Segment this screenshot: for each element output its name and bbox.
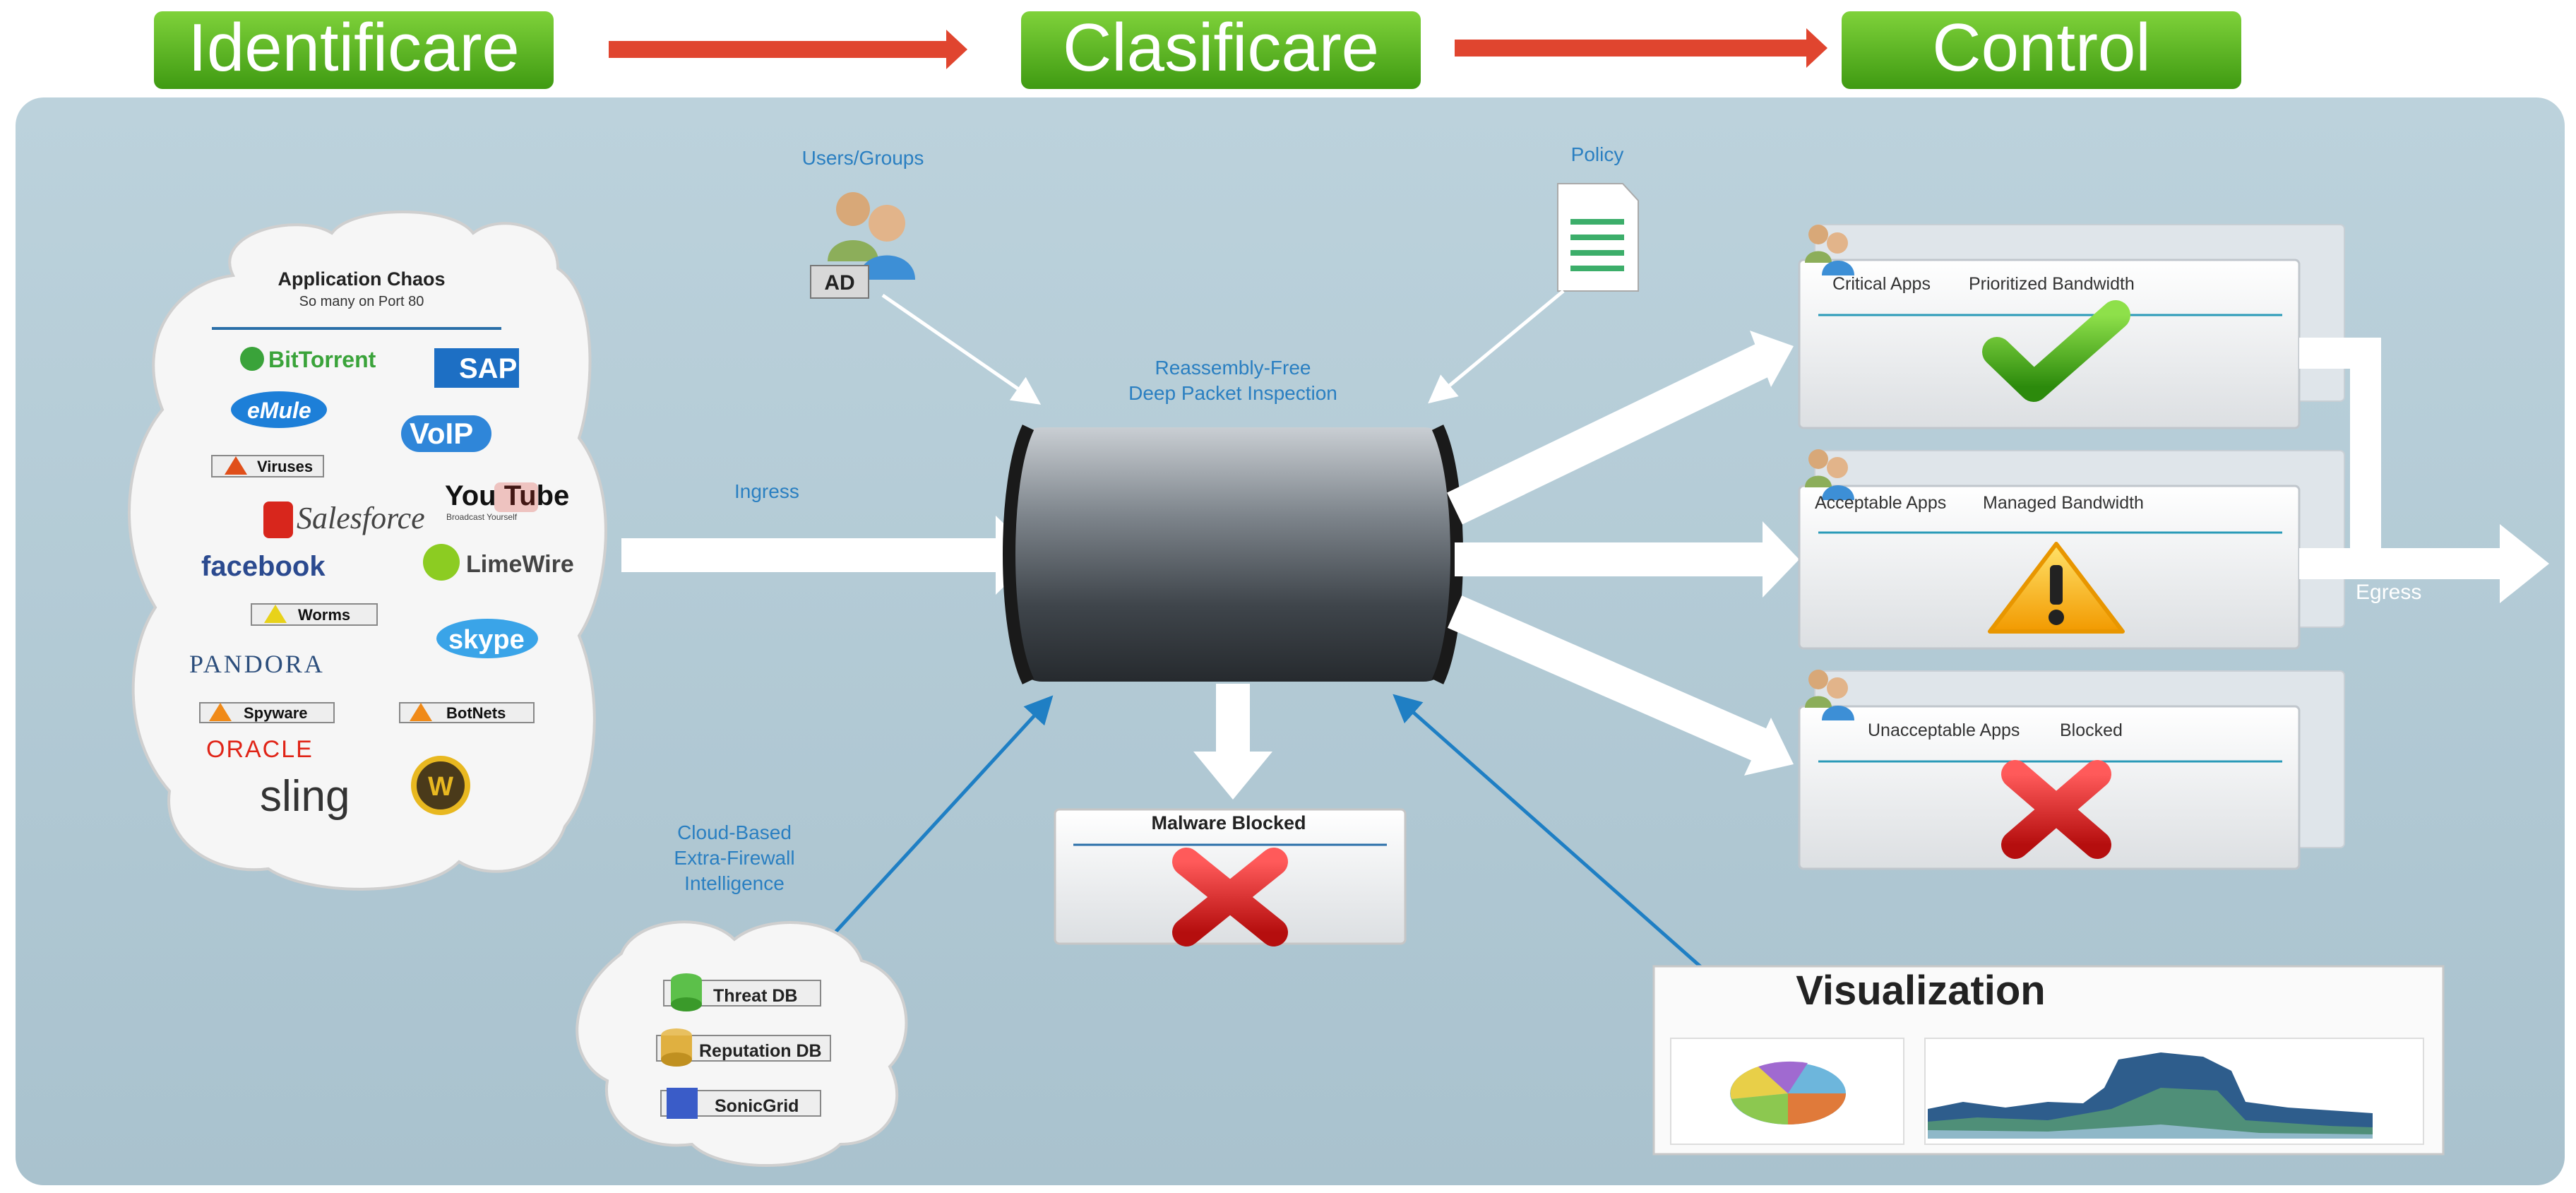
svg-text:ORACLE: ORACLE	[206, 736, 314, 763]
svg-text:SAP: SAP	[459, 353, 517, 384]
users-icon	[1805, 449, 1854, 500]
svg-text:Spyware: Spyware	[244, 704, 308, 722]
svg-text:BitTorrent: BitTorrent	[268, 347, 376, 372]
salesforce-logo: Salesforce	[263, 501, 425, 538]
svg-text:Salesforce: Salesforce	[297, 501, 425, 535]
dpi-label-1: Reassembly-Free	[1155, 357, 1311, 379]
stage-arrow-2	[1455, 28, 1827, 68]
cross-icon	[1172, 848, 1288, 946]
users-icon	[1805, 670, 1854, 720]
svg-text:Broadcast Yourself: Broadcast Yourself	[446, 512, 518, 522]
svg-text:skype: skype	[448, 625, 525, 655]
voip-logo: VoIP	[401, 415, 491, 452]
arrow-to-unacceptable	[1744, 718, 1794, 776]
svg-text:W: W	[428, 772, 453, 802]
warning-icon	[1988, 542, 2125, 634]
users-icon	[1805, 225, 1854, 275]
dpi-label-2: Deep Packet Inspection	[1128, 382, 1337, 404]
document-icon	[1557, 183, 1639, 292]
worms-badge: Worms	[251, 603, 378, 626]
egress-connector: Egress	[2299, 338, 2549, 604]
policy-node: Policy	[1428, 143, 1639, 404]
stage-arrow-1	[609, 30, 967, 69]
users-groups-node: Users/Groups AD	[802, 147, 1042, 405]
control-apps-label: Critical Apps	[1832, 274, 1931, 294]
facebook-logo: facebook	[201, 551, 326, 582]
malware-label: Malware Blocked	[1151, 812, 1306, 833]
limewire-logo: LimeWire	[423, 544, 574, 581]
users-groups-label: Users/Groups	[802, 147, 924, 169]
svg-text:AD: AD	[824, 271, 854, 295]
arrow-to-acceptable	[1455, 542, 1765, 576]
malware-arrow	[1193, 684, 1272, 800]
stage-label: Control	[1932, 10, 2150, 85]
visualization-title: Visualization	[1796, 968, 2045, 1014]
visualization-link	[1393, 694, 1703, 969]
area-chart-thumbnail	[1924, 1038, 2424, 1145]
db-label: SonicGrid	[715, 1096, 799, 1116]
control-box-acceptable: Acceptable Apps Managed Bandwidth	[1798, 449, 2345, 650]
sonicgrid: SonicGrid	[660, 1088, 821, 1119]
control-action-label: Prioritized Bandwidth	[1969, 274, 2135, 294]
reputation-db: Reputation DB	[656, 1028, 831, 1067]
sling-logo: sling	[260, 772, 350, 821]
db-label: Reputation DB	[699, 1041, 822, 1061]
youtube-logo: You Tube Broadcast Yourself	[445, 480, 569, 522]
pie-chart-thumbnail	[1670, 1038, 1904, 1145]
svg-text:PANDORA: PANDORA	[189, 650, 325, 678]
svg-text:facebook: facebook	[201, 551, 326, 582]
wow-logo: W	[411, 756, 470, 815]
svg-text:Viruses: Viruses	[257, 458, 313, 475]
stage-label: Identificare	[188, 10, 520, 85]
oracle-logo: ORACLE	[206, 736, 314, 763]
control-apps-label: Unacceptable Apps	[1868, 720, 2020, 740]
db-label: Threat DB	[713, 986, 797, 1006]
emule-logo: eMule	[231, 391, 327, 428]
cross-icon	[2001, 760, 2111, 859]
malware-blocked-box: Malware Blocked	[1054, 808, 1407, 946]
threat-db: Threat DB	[663, 973, 821, 1011]
cloud-label-1: Cloud-Based	[677, 821, 792, 843]
control-action-label: Blocked	[2060, 720, 2123, 740]
cloud-intelligence-cloud: Threat DB Reputation DB SonicGrid	[576, 920, 908, 1167]
stage-clasificare: Clasificare	[1021, 10, 1421, 89]
policy-label: Policy	[1571, 143, 1624, 165]
spyware-badge: Spyware	[199, 702, 335, 723]
svg-text:You Tube: You Tube	[445, 480, 569, 511]
svg-text:eMule: eMule	[247, 398, 311, 423]
bittorrent-logo: BitTorrent	[240, 347, 376, 372]
viruses-badge: Viruses	[211, 455, 324, 477]
check-icon	[1982, 300, 2130, 402]
control-box-critical: Critical Apps Prioritized Bandwidth	[1798, 224, 2345, 429]
chaos-title: Application Chaos	[278, 268, 445, 290]
users-icon	[828, 192, 915, 280]
control-action-label: Managed Bandwidth	[1983, 493, 2144, 513]
ingress-label: Ingress	[734, 480, 799, 502]
skype-logo: skype	[436, 619, 538, 658]
svg-text:Worms: Worms	[298, 606, 350, 624]
cloud-label-2: Extra-Firewall	[674, 847, 794, 869]
stage-control: Control	[1842, 10, 2241, 89]
egress-label: Egress	[2356, 581, 2421, 604]
stage-identificare: Identificare	[154, 10, 554, 89]
botnets-badge: BotNets	[399, 702, 535, 723]
inspection-engine-cylinder	[1003, 425, 1463, 684]
control-box-unacceptable: Unacceptable Apps Blocked	[1798, 670, 2345, 870]
svg-text:sling: sling	[260, 772, 350, 821]
cloud-label-3: Intelligence	[684, 872, 785, 894]
svg-text:BotNets: BotNets	[446, 704, 506, 722]
arrow-to-critical	[1750, 331, 1794, 387]
pandora-logo: PANDORA	[189, 650, 325, 678]
svg-text:VoIP: VoIP	[410, 417, 473, 450]
control-apps-label: Acceptable Apps	[1815, 493, 1946, 513]
cloud-link	[823, 695, 1054, 945]
application-chaos-cloud: Application Chaos So many on Port 80 Bit…	[128, 210, 607, 891]
sap-logo: SAP	[434, 348, 519, 388]
stage-label: Clasificare	[1063, 10, 1379, 85]
svg-text:LimeWire: LimeWire	[466, 551, 574, 578]
visualization-panel: Visualization	[1652, 965, 2445, 1156]
ad-badge	[810, 265, 869, 299]
chaos-subtitle: So many on Port 80	[299, 294, 424, 309]
